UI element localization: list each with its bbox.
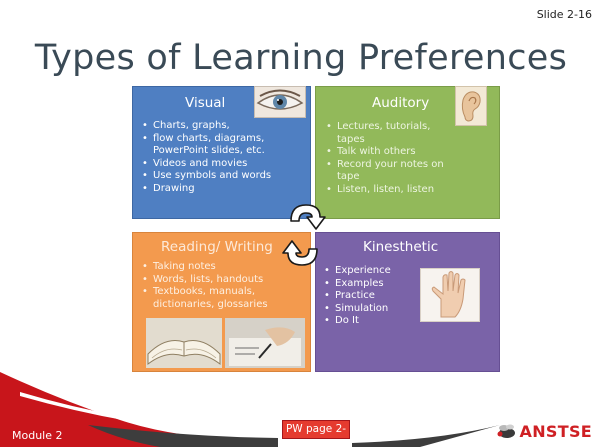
kinesthetic-list: Experience Examples Practice Simulation … [324,265,424,328]
eye-icon [254,86,306,118]
reading-writing-heading: Reading/ Writing [161,239,273,255]
kinesthetic-item: Practice [324,290,424,303]
kinesthetic-item: Experience [324,265,424,278]
kinesthetic-item: Do It [324,315,424,328]
auditory-item: Lectures, tutorials,tapes [326,121,498,146]
hand-icon [420,268,480,322]
slide-number: Slide 2-16 [536,8,592,21]
pw-page-reference: PW page 2-6 [282,420,350,447]
auditory-list: Lectures, tutorials,tapes Talk with othe… [326,121,498,196]
reading-writing-item: Words, lists, handouts [142,274,310,287]
cycle-arrows-icon [282,204,326,266]
visual-item: Videos and movies [142,158,310,171]
visual-heading: Visual [185,95,226,111]
visual-item: flow charts, diagrams,PowerPoint slides,… [142,133,310,158]
kinesthetic-item: Examples [324,278,424,291]
module-label: Module 2 [12,429,63,442]
ear-icon [455,86,487,126]
anstse-logo: ANSTSE [495,421,592,441]
visual-list: Charts, graphs, flow charts, diagrams,Po… [142,120,310,195]
writing-hand-image [225,318,305,368]
logo-text: ANSTSE [519,421,592,441]
kinesthetic-heading: Kinesthetic [363,239,439,255]
auditory-heading: Auditory [372,95,430,111]
reading-writing-item: Textbooks, manuals,dictionaries, glossar… [142,286,310,311]
kinesthetic-item: Simulation [324,303,424,316]
kinesthetic-quadrant: Kinesthetic Experience Examples Practice… [315,232,500,372]
visual-item: Drawing [142,183,310,196]
visual-quadrant: Visual Charts, graphs, flow charts, diag… [132,86,311,219]
open-book-image [146,318,222,368]
auditory-item: Listen, listen, listen [326,184,498,197]
slide-title: Types of Learning Preferences [34,38,568,78]
bee-icon [497,424,515,438]
auditory-item: Talk with others [326,146,498,159]
visual-item: Use symbols and words [142,170,310,183]
reading-writing-list: Taking notes Words, lists, handouts Text… [142,261,310,311]
visual-item: Charts, graphs, [142,120,310,133]
reading-writing-item: Taking notes [142,261,310,274]
